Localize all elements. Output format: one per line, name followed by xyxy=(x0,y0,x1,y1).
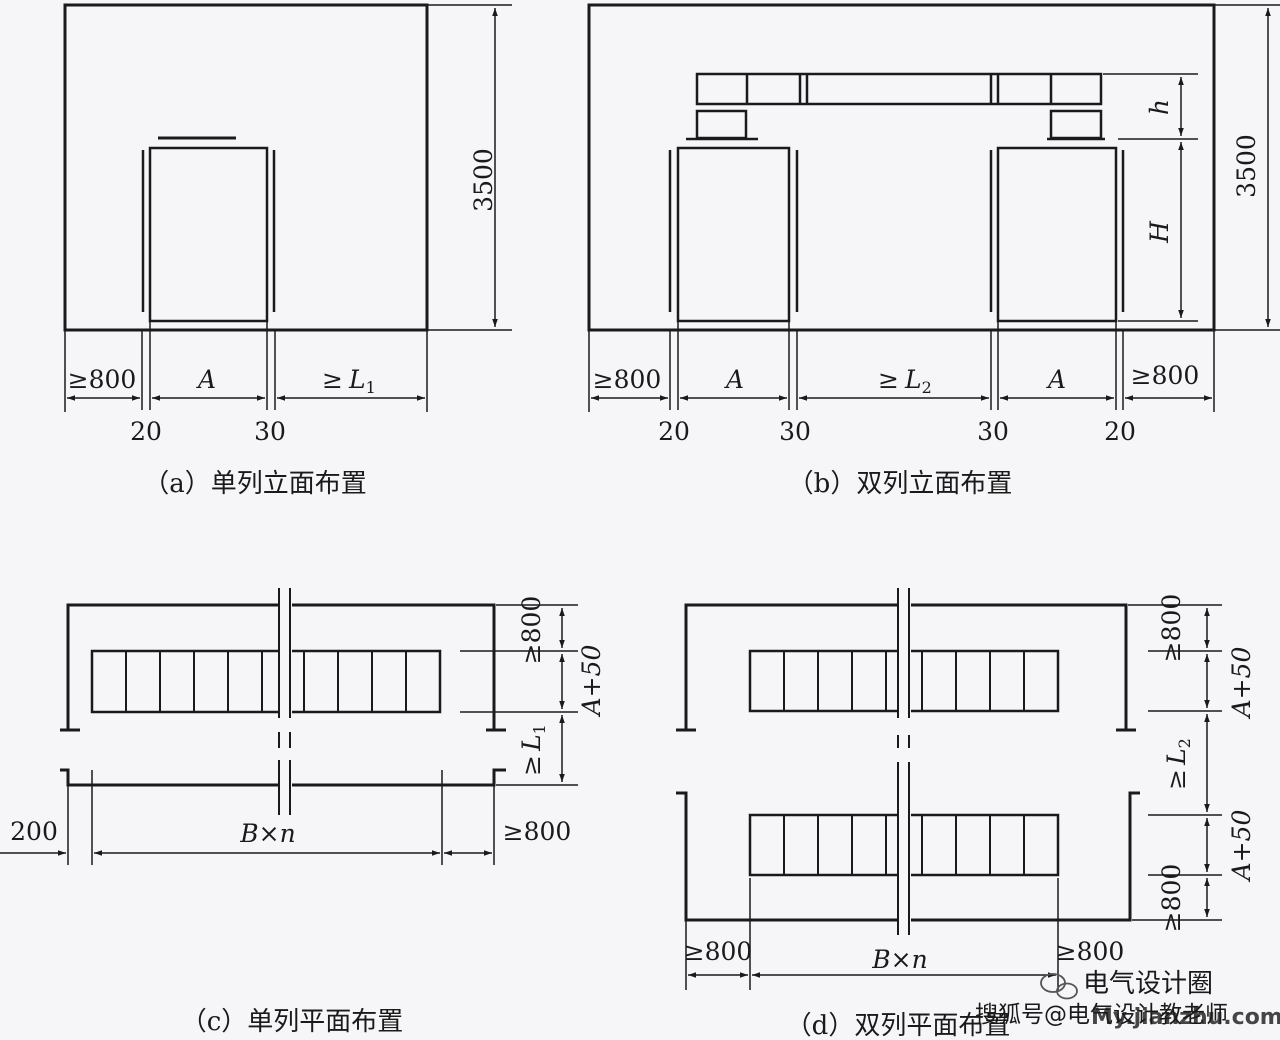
dim-h-b: h xyxy=(1145,99,1174,115)
room-outline xyxy=(587,3,1216,332)
panel-a-labels: 3500 ≥800 A ≥L1 20 30 （a）单列立面布置 xyxy=(68,148,498,499)
dim-ge800-a: ≥800 xyxy=(68,365,137,394)
panel-c-labels: ≥800 A+50 ≥L1 200 B×n ≥800 （c）单列平面布置 xyxy=(10,596,606,1037)
room-outline xyxy=(63,3,429,332)
dim-A50-c: A+50 xyxy=(577,645,606,718)
panel-b-labels: h H 3500 ≥800 A ≥L2 A ≥800 20 30 30 20 （… xyxy=(593,99,1261,499)
panel-c-single-row-plan xyxy=(0,588,578,865)
dim-30-b-left: 30 xyxy=(779,417,811,446)
panel-b-double-row-elevation xyxy=(587,3,1280,412)
dim-ge-L2-d: ≥L2 xyxy=(1162,738,1194,790)
dim-20-b-left: 20 xyxy=(658,417,690,446)
dim-ge800-c: ≥800 xyxy=(517,596,546,665)
cabinet-row xyxy=(90,649,442,714)
dim-ge800-d-top: ≥800 xyxy=(1157,594,1186,663)
dim-ge-L1-c: ≥L1 xyxy=(517,724,549,776)
dim-A-a: A xyxy=(196,365,216,394)
dim-200-c: 200 xyxy=(10,817,58,846)
dim-ge800-d-right: ≥800 xyxy=(1056,937,1125,966)
watermark-brand: 电气设计圈 xyxy=(1083,969,1213,999)
dim-3500-b: 3500 xyxy=(1232,134,1261,198)
bus-box-right xyxy=(1049,109,1103,140)
dim-ge800-b-right: ≥800 xyxy=(1131,361,1200,390)
watermark-site: My.jianzhu.com xyxy=(1091,1005,1280,1030)
dim-20-a: 20 xyxy=(130,417,162,446)
panel-a-single-row-elevation xyxy=(63,3,512,412)
watermark: 电气设计圈 搜狐号@电气设计教老师 My.jianzhu.com xyxy=(975,969,1280,1030)
bus-box-left xyxy=(695,109,748,140)
dim-A-b-left: A xyxy=(724,365,744,394)
cabinet-left xyxy=(676,146,791,323)
watermark-source: 搜狐号@电气设计教老师 xyxy=(975,1002,1228,1028)
dim-ge800-d-bottom: ≥800 xyxy=(1157,864,1186,933)
dim-A50-d-top: A+50 xyxy=(1227,647,1256,720)
panel-d-double-row-plan xyxy=(676,588,1222,990)
panel-d-labels: ≥800 A+50 ≥L2 A+50 ≥800 ≥800 B×n ≥800 （d… xyxy=(684,594,1256,1040)
wechat-icon xyxy=(1040,973,1078,1000)
caption-a: （a）单列立面布置 xyxy=(143,469,367,499)
dim-30-b-right: 30 xyxy=(977,417,1009,446)
dim-20-b-right: 20 xyxy=(1104,417,1136,446)
dim-H-b: H xyxy=(1145,220,1174,244)
caption-d: （d）双列平面布置 xyxy=(786,1011,1011,1040)
dim-30-a: 30 xyxy=(254,417,286,446)
dim-ge800-d-left: ≥800 xyxy=(684,937,753,966)
cabinet-right xyxy=(996,146,1118,323)
dim-ge-L1-a: ≥L1 xyxy=(322,365,376,397)
dim-Bxn-d: B×n xyxy=(871,945,927,974)
dim-A-b-right: A xyxy=(1046,365,1066,394)
dim-ge-L2-b: ≥L2 xyxy=(878,365,932,397)
dim-ge800-b-left: ≥800 xyxy=(593,365,662,394)
caption-c: （c）单列平面布置 xyxy=(181,1007,404,1037)
dim-ge800-c-right: ≥800 xyxy=(503,817,572,846)
dim-3500-a: 3500 xyxy=(469,148,498,212)
cabinet xyxy=(148,146,269,323)
caption-b: （b）双列立面布置 xyxy=(788,469,1013,499)
dim-Bxn-c: B×n xyxy=(239,819,295,848)
busbar-bridge xyxy=(695,72,1103,106)
dim-A50-d-bottom: A+50 xyxy=(1227,810,1256,883)
